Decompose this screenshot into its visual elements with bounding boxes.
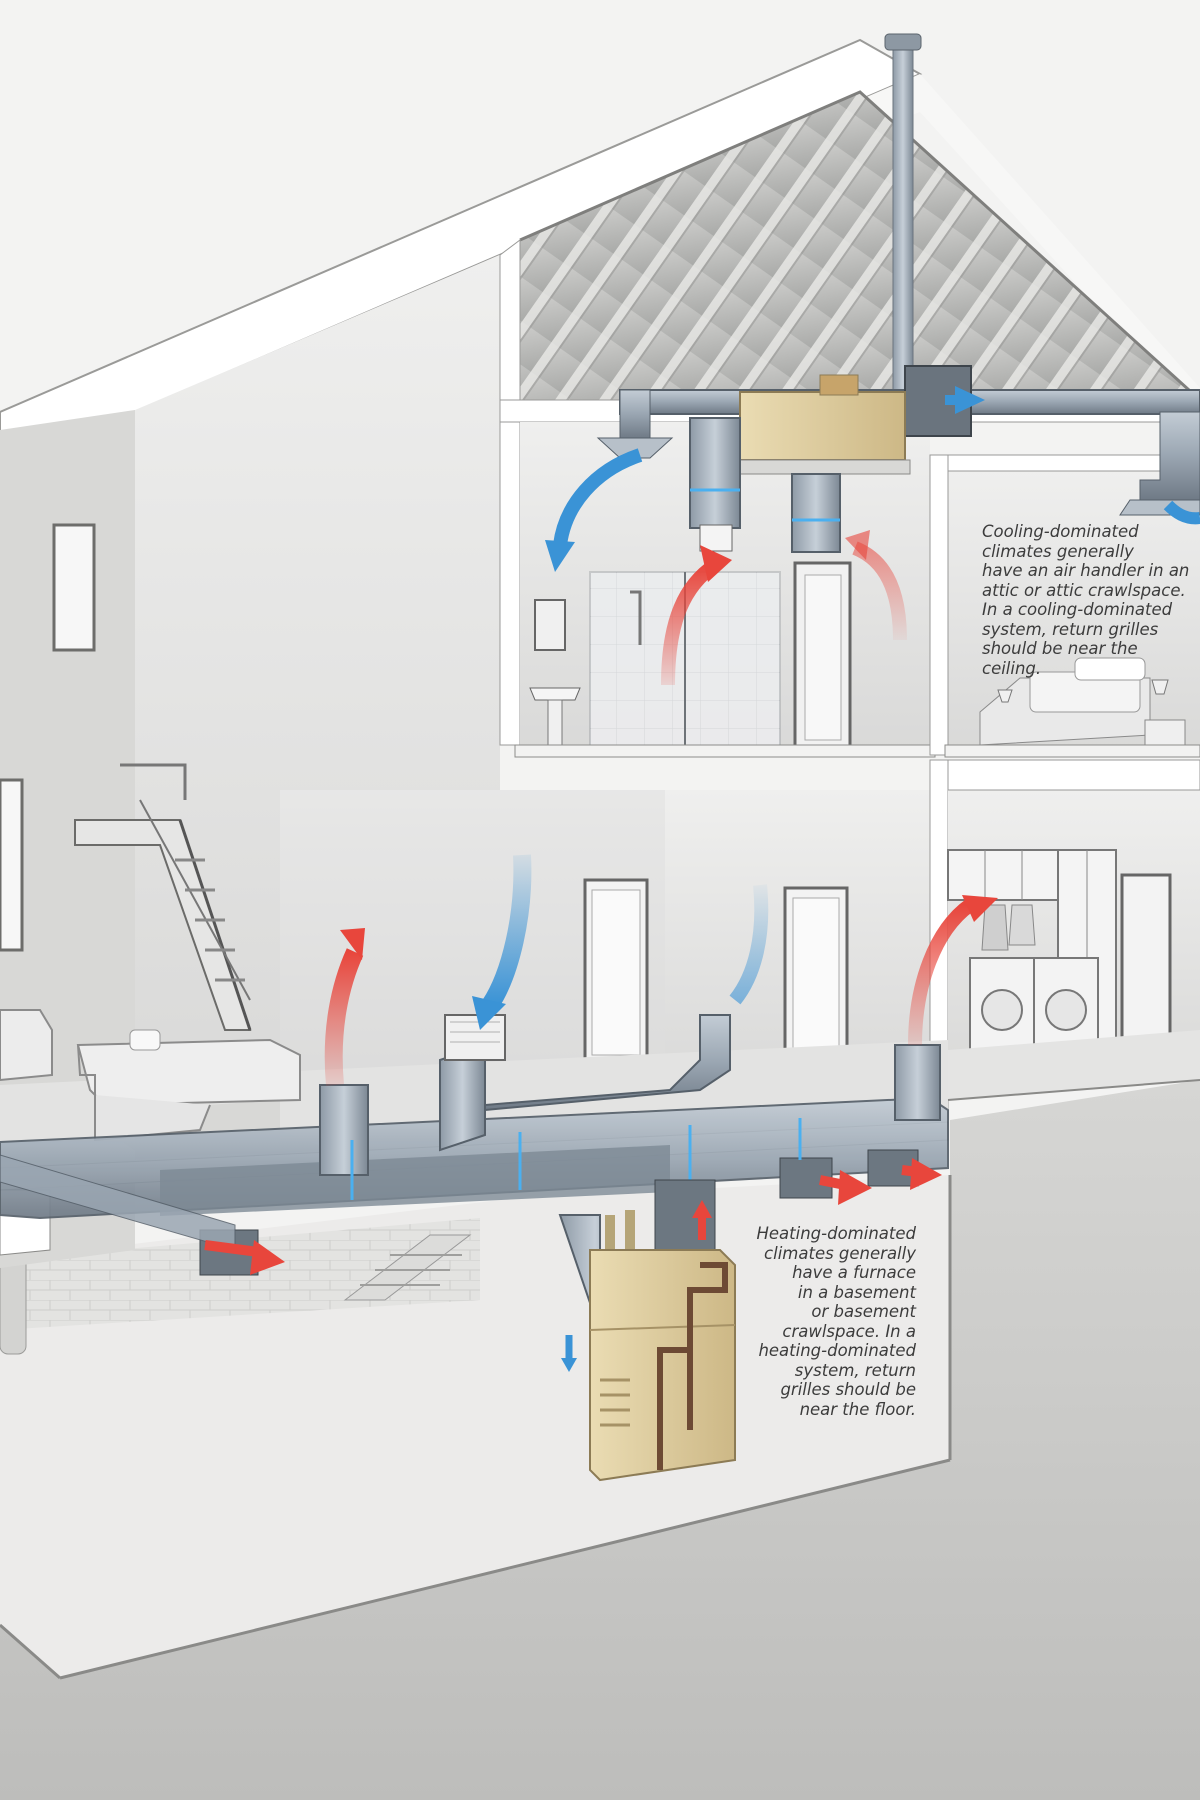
bedroom	[929, 454, 1200, 758]
heating-climate-annotation: Heating-dominated climates generally hav…	[756, 1224, 917, 1419]
attic	[499, 33, 1200, 746]
red-supply-arrow-icon	[908, 895, 998, 1046]
blue-return-arrow-icon	[561, 1335, 577, 1372]
blue-return-arrow-icon	[729, 884, 769, 1005]
cooling-climate-annotation: Cooling-dominated climates generally hav…	[982, 522, 1190, 678]
red-supply-arrow-icon	[845, 530, 907, 641]
red-supply-arrow-icon	[204, 1240, 285, 1275]
blue-return-arrow-icon	[1163, 500, 1200, 525]
blue-return-arrow-icon	[472, 854, 532, 1030]
basement-ductwork	[0, 1014, 949, 1457]
return-air-arrows	[472, 386, 1200, 1372]
red-supply-arrow-icon	[819, 1170, 872, 1205]
blue-return-arrow-icon	[945, 386, 985, 414]
window	[52, 523, 96, 652]
supply-air-arrows	[204, 530, 998, 1275]
red-supply-arrow-icon	[324, 928, 365, 1086]
laundry-room	[947, 759, 1200, 1101]
red-supply-arrow-icon	[901, 1158, 942, 1190]
blue-return-arrow-icon	[545, 448, 643, 572]
furnace	[589, 1249, 736, 1482]
red-supply-arrow-icon	[661, 545, 732, 686]
red-supply-arrow-icon	[692, 1200, 712, 1240]
